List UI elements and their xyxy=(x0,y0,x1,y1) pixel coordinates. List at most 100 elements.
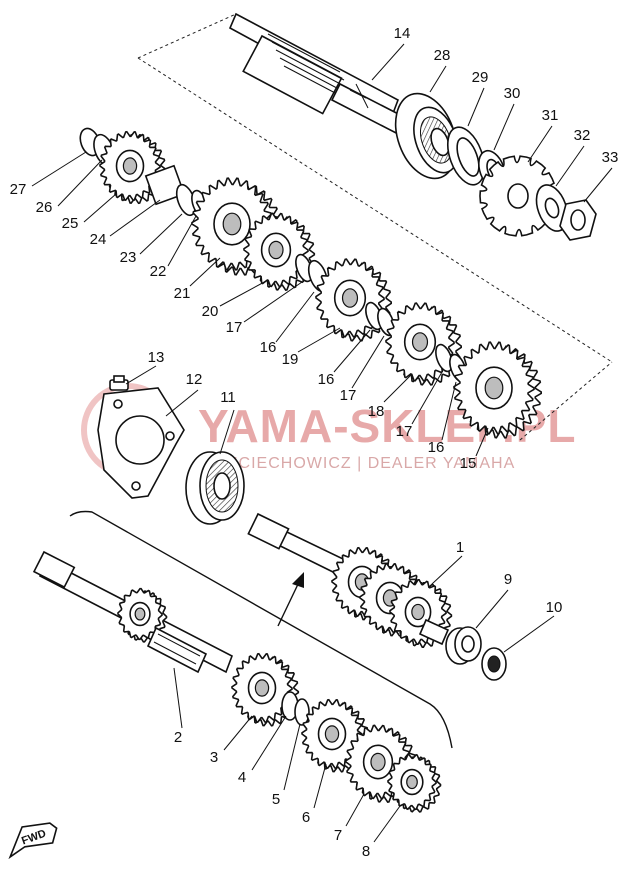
leader-line xyxy=(431,555,463,585)
leader-line xyxy=(283,723,301,791)
callout-label: 25 xyxy=(62,215,79,232)
callout-label: 31 xyxy=(542,107,559,124)
leader-line xyxy=(333,329,371,373)
drive-gear-row xyxy=(79,127,542,439)
callout-label: 5 xyxy=(272,791,280,808)
leader-line xyxy=(383,373,413,403)
circlip-5 xyxy=(294,698,310,726)
leader-line xyxy=(83,193,117,223)
oil-seal-29 xyxy=(446,126,486,186)
callout-label: 4 xyxy=(238,769,246,786)
callout-label: 17 xyxy=(396,423,413,440)
oil-seal-10 xyxy=(481,647,507,681)
callout-label: 15 xyxy=(460,455,477,472)
leader-line xyxy=(275,291,315,343)
leader-line xyxy=(57,159,103,207)
gear-15 xyxy=(453,341,542,439)
callout-label: 7 xyxy=(334,827,342,844)
leader-line xyxy=(345,793,365,827)
leader-line xyxy=(475,589,509,629)
leader-line xyxy=(373,805,401,843)
leader-line xyxy=(441,381,457,441)
gear-3 xyxy=(231,652,300,727)
fwd-arrow-icon: FWD xyxy=(8,822,58,860)
leader-line xyxy=(223,715,253,751)
callout-labels: 1234567891011121314151616161717171918202… xyxy=(10,25,619,860)
callout-label: 17 xyxy=(226,319,243,336)
leader-line xyxy=(503,615,555,653)
callout-label: 28 xyxy=(434,47,451,64)
callout-label: 26 xyxy=(36,199,53,216)
leader-line xyxy=(555,145,585,187)
callout-label: 16 xyxy=(318,371,335,388)
drive-sprocket-31 xyxy=(479,155,557,237)
leader-line xyxy=(219,409,235,455)
leader-line xyxy=(167,215,197,267)
bearing-11 xyxy=(185,451,245,525)
leader-line xyxy=(173,667,183,729)
group-bracket xyxy=(69,510,453,749)
leader-line xyxy=(139,213,183,255)
callout-label: 24 xyxy=(90,231,107,248)
leader-line xyxy=(313,763,327,809)
bolt-13 xyxy=(109,375,129,391)
washer-17c xyxy=(435,343,453,373)
leader-line xyxy=(109,199,161,237)
leader-line xyxy=(125,365,157,385)
callout-label: 10 xyxy=(546,599,563,616)
callout-label: 9 xyxy=(504,571,512,588)
callout-label: 16 xyxy=(260,339,277,356)
callout-label: 18 xyxy=(368,403,385,420)
callout-label: 17 xyxy=(340,387,357,404)
callout-label: 19 xyxy=(282,351,299,368)
main-gear-row xyxy=(231,652,442,813)
callout-label: 23 xyxy=(120,249,137,266)
leader-line xyxy=(493,103,515,151)
leader-line xyxy=(165,389,199,417)
leader-line xyxy=(219,279,269,307)
callout-label: 30 xyxy=(504,85,521,102)
callout-label: 11 xyxy=(220,389,236,406)
leader-line xyxy=(297,327,341,353)
leader-line xyxy=(351,335,385,389)
leader-line xyxy=(583,167,613,203)
leader-lines xyxy=(31,43,613,843)
main-axle-2 xyxy=(32,550,233,674)
leader-line xyxy=(371,43,405,81)
leader-line xyxy=(189,257,221,287)
drive-axle-group-outline xyxy=(137,13,613,441)
callout-label: 2 xyxy=(174,729,182,746)
leader-line xyxy=(467,87,485,127)
callout-label: 32 xyxy=(574,127,591,144)
callout-label: 27 xyxy=(10,181,27,198)
bearing-9 xyxy=(445,626,482,665)
gear-18 xyxy=(385,302,462,386)
bearing-plate-12 xyxy=(97,387,185,499)
callout-label: 13 xyxy=(148,349,165,366)
bearing-28 xyxy=(394,92,459,180)
callout-label: 21 xyxy=(174,285,191,302)
callout-label: 20 xyxy=(202,303,219,320)
main-axle-assembly-1 xyxy=(247,512,453,648)
callout-label: 16 xyxy=(428,439,445,456)
leader-line xyxy=(251,715,287,771)
callout-label: 29 xyxy=(472,69,489,86)
callout-label: 12 xyxy=(186,371,203,388)
callout-label: 22 xyxy=(150,263,167,280)
leader-line xyxy=(411,371,443,425)
leader-line xyxy=(429,65,447,93)
callout-label: 3 xyxy=(210,749,218,766)
lock-washer-32 xyxy=(535,184,569,232)
leader-line xyxy=(243,281,303,323)
leader-line xyxy=(527,125,553,163)
callout-label: 1 xyxy=(456,539,464,556)
leader-line xyxy=(31,151,87,187)
bush-24 xyxy=(144,164,186,206)
drive-axle xyxy=(228,12,412,138)
gear-8 xyxy=(387,753,442,813)
nut-33 xyxy=(559,199,597,241)
callout-label: 8 xyxy=(362,843,370,860)
callout-label: 14 xyxy=(394,25,411,42)
leader-line xyxy=(475,427,489,457)
